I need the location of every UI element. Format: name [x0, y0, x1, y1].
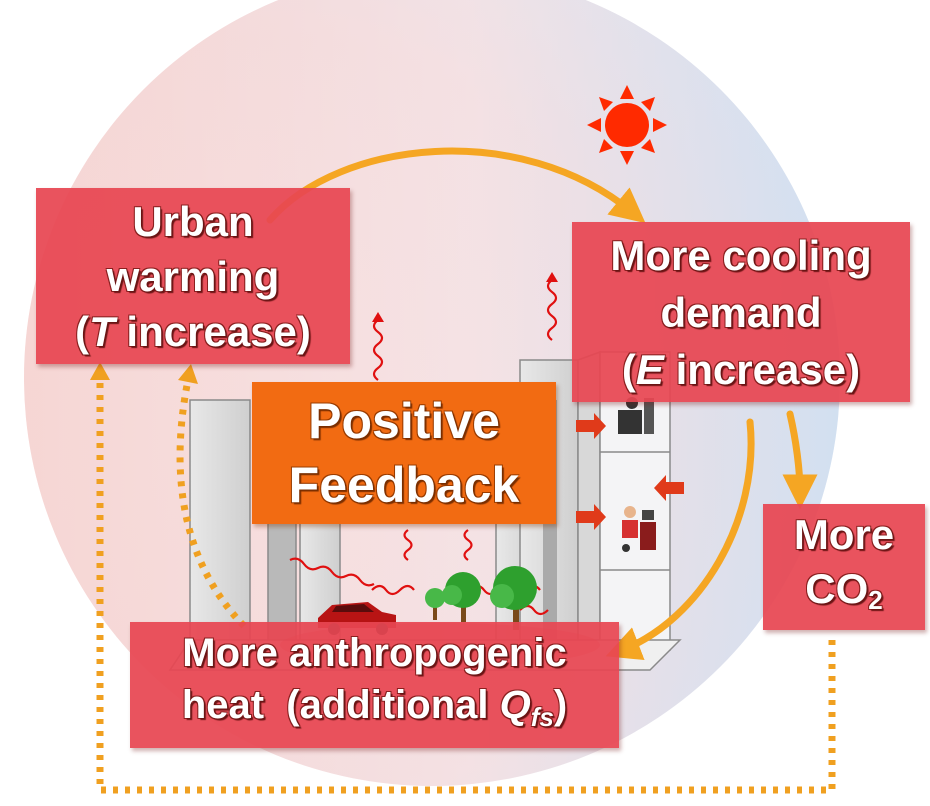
cooling-demand-line1: More cooling — [610, 231, 872, 279]
cooling-demand-line2: demand — [660, 288, 822, 336]
dotted-arrowhead-center — [178, 364, 198, 384]
urban-warming-box: Urban warming (T increase) — [36, 188, 350, 364]
urban-warming-line3-rest: increase) — [114, 307, 311, 355]
heat-flux-symbol: Q — [499, 683, 531, 727]
sun-icon — [587, 85, 667, 165]
cooling-demand-line3-rest: increase) — [663, 345, 861, 393]
paren-open: ( — [75, 307, 90, 355]
co2-box: More CO2 — [763, 504, 925, 630]
dotted-arrow-heat-to-urban — [176, 379, 247, 629]
anthropogenic-heat-line2: heat (additional Qfs) — [182, 679, 567, 743]
energy-symbol: E — [635, 345, 664, 393]
dotted-arrow-co2-loop — [96, 378, 836, 794]
arrow-cooling-to-heat — [605, 418, 755, 661]
dotted-arrowhead-left — [90, 362, 110, 380]
co2-subscript: 2 — [868, 584, 883, 615]
temperature-symbol: T — [89, 307, 115, 355]
anthropogenic-heat-line2-pre: heat (additional — [181, 683, 500, 727]
positive-feedback-box: Positive Feedback — [252, 382, 556, 524]
urban-warming-line1: Urban — [132, 197, 254, 245]
cooling-demand-box: More cooling demand (E increase) — [572, 222, 910, 402]
heat-flux-subscript: fs — [530, 702, 554, 732]
tree-icon — [490, 566, 537, 630]
co2-main: CO — [805, 564, 869, 612]
positive-feedback-line2: Feedback — [288, 457, 520, 513]
urban-warming-line3: (T increase) — [75, 304, 311, 359]
paren-close: ) — [553, 683, 568, 727]
office-worker-icon — [622, 506, 656, 552]
dotted-arrows — [96, 378, 836, 794]
co2-line2: CO2 — [805, 562, 882, 627]
tree-icon — [425, 588, 445, 620]
urban-warming-line2: warming — [106, 252, 280, 300]
anthropogenic-heat-line1: More anthropogenic — [182, 631, 567, 675]
heat-flow-arrows — [576, 413, 684, 530]
co2-line1: More — [793, 510, 895, 558]
paren-open: ( — [621, 345, 636, 393]
anthropogenic-heat-box: More anthropogenic heat (additional Qfs) — [130, 622, 619, 748]
arrow-cooling-to-co2 — [782, 410, 818, 510]
tree-icon — [442, 572, 481, 622]
positive-feedback-line1: Positive — [308, 393, 500, 449]
cooling-demand-line3: (E increase) — [622, 341, 860, 398]
